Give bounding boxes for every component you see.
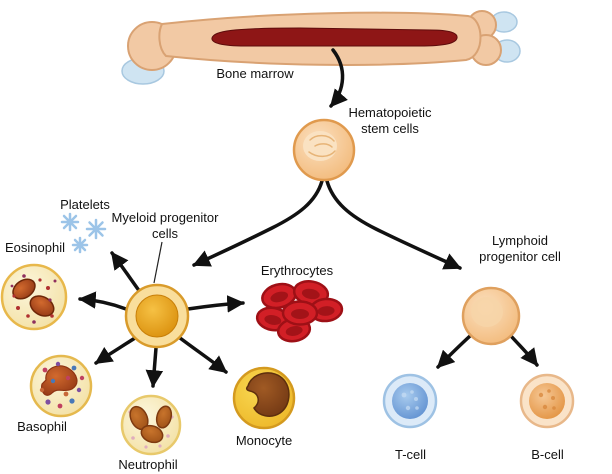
bone-marrow-cavity bbox=[211, 27, 458, 47]
t-cell-figure bbox=[382, 373, 438, 429]
stem-cell-figure bbox=[292, 118, 356, 182]
arrow-myeloid-to-monocyte bbox=[178, 336, 228, 374]
arrow-myeloid-to-neutrophil bbox=[145, 346, 164, 388]
arrow-stem-to-myeloid bbox=[192, 179, 324, 267]
arrow-lymphoid-to-tcell bbox=[436, 334, 472, 369]
label-basophil: Basophil bbox=[17, 419, 67, 434]
lymphoid-cell-figure bbox=[461, 286, 521, 346]
myeloid-cell-figure bbox=[124, 283, 190, 349]
label-neutrophil: Neutrophil bbox=[118, 457, 178, 472]
bone-illustration bbox=[121, 10, 521, 85]
label-lymphoid-progenitor: Lymphoid progenitor cell bbox=[479, 233, 561, 264]
label-myeloid-progenitor: Myeloid progenitor cells bbox=[111, 210, 219, 241]
arrow-bone-to-stem bbox=[329, 48, 348, 108]
arrow-myeloid-to-eosinophil bbox=[78, 291, 128, 311]
label-bone-marrow: Bone marrow bbox=[216, 66, 294, 81]
myeloid-label-pointer-line bbox=[153, 241, 163, 284]
label-t-cell: T-cell bbox=[394, 447, 427, 462]
label-eosinophil: Eosinophil bbox=[5, 240, 65, 255]
erythrocytes-figure bbox=[255, 280, 344, 343]
label-hematopoietic-stem-cells: Hematopoietic stem cells bbox=[348, 105, 432, 136]
arrow-myeloid-to-platelets bbox=[110, 251, 142, 294]
monocyte-figure bbox=[232, 366, 296, 430]
label-b-cell: B-cell bbox=[531, 447, 564, 462]
arrow-lymphoid-to-bcell bbox=[509, 334, 539, 367]
platelets-figure bbox=[60, 212, 107, 254]
eosinophil-figure bbox=[0, 263, 68, 331]
arrow-myeloid-to-erythrocytes bbox=[186, 295, 245, 313]
neutrophil-figure bbox=[120, 394, 182, 456]
label-monocyte: Monocyte bbox=[235, 433, 293, 448]
arrow-stem-to-lymphoid bbox=[325, 179, 462, 270]
label-erythrocytes: Erythrocytes bbox=[260, 263, 334, 278]
basophil-figure bbox=[29, 354, 93, 418]
arrow-myeloid-to-basophil bbox=[94, 336, 137, 365]
label-platelets: Platelets bbox=[60, 197, 110, 212]
b-cell-figure bbox=[519, 373, 575, 429]
